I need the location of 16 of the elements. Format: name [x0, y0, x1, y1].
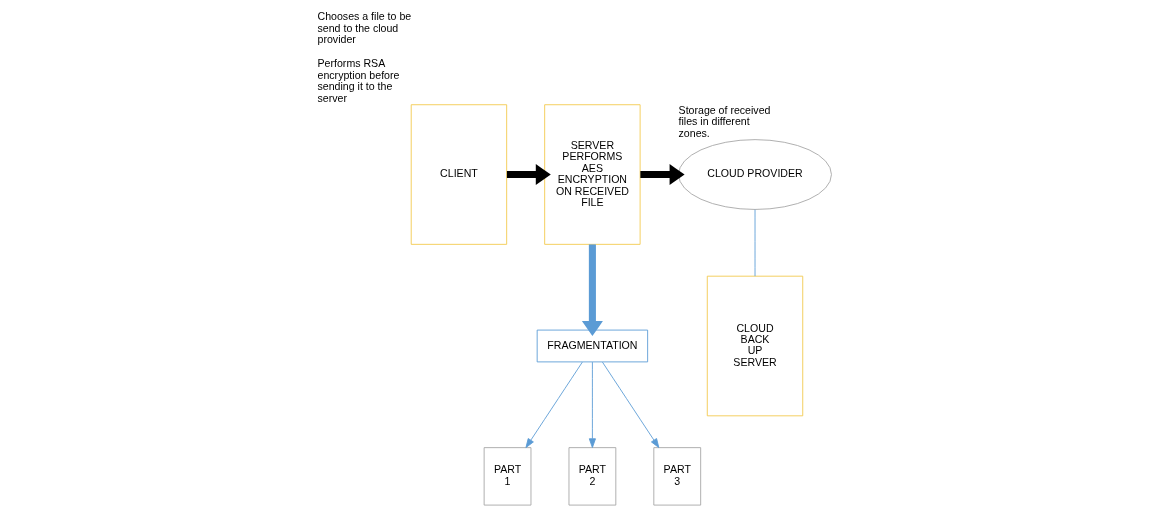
node-label: Storage of received files in different zones. — [678, 103, 771, 139]
arrow — [525, 361, 583, 449]
node-box: PART 1 — [483, 447, 532, 506]
node-label: Chooses a file to be send to the cloud provider — [317, 10, 412, 46]
node-label: Performs RSA encryption before sending it to the server — [317, 57, 400, 104]
node-box: PART 3 — [653, 447, 702, 506]
node-box: SERVER PERFORMS AES ENCRYPTION ON RECEIVED FILE — [544, 104, 641, 245]
connector — [754, 209, 756, 277]
arrow — [506, 164, 551, 186]
node-box: CLOUD BACK UP SERVER — [706, 275, 804, 417]
arrow — [602, 361, 660, 449]
node-ellipse: CLOUD PROVIDER — [678, 139, 832, 210]
node-box: FRAGMENTATION — [536, 329, 649, 363]
node-box: PART 2 — [568, 447, 617, 506]
arrow — [588, 361, 596, 449]
node-box: CLIENT — [410, 104, 508, 245]
